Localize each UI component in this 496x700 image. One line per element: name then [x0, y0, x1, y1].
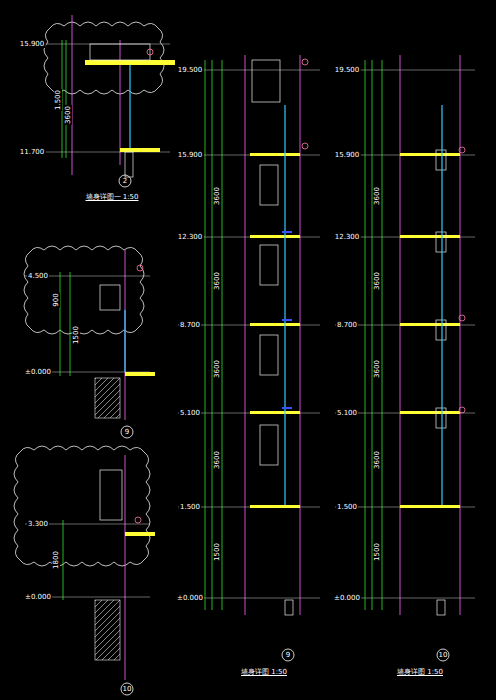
- callout-number: 10: [122, 685, 133, 693]
- callout-number: 10: [438, 651, 449, 659]
- dimension-text: 1500: [373, 542, 381, 562]
- elevation-mark: ±0.000: [24, 368, 52, 376]
- dimension-text: 3600: [373, 271, 381, 291]
- dimension-text: 3600: [373, 359, 381, 379]
- dimension-text: 1800: [52, 550, 60, 570]
- callout-number: 2: [122, 177, 128, 185]
- elevation-mark: ±0.000: [24, 593, 52, 601]
- elevation-mark: 1.500: [179, 503, 201, 511]
- elevation-mark: 1.500: [336, 503, 358, 511]
- elevation-mark: 12.300: [177, 233, 204, 241]
- drawing-caption: 墙身详图一 1:50: [85, 193, 140, 201]
- elevation-mark: ±0.000: [176, 594, 204, 602]
- dimension-text: 1500: [213, 542, 221, 562]
- dimension-text: 900: [52, 292, 60, 307]
- dimension-text: 3600: [64, 105, 72, 125]
- callout-number: 9: [285, 651, 291, 659]
- dimension-text: 3600: [373, 450, 381, 470]
- elevation-mark: 8.700: [179, 321, 201, 329]
- elevation-mark: 5.100: [336, 409, 358, 417]
- elevation-mark: 12.300: [334, 233, 361, 241]
- elevation-mark: 11.700: [19, 148, 46, 156]
- elevation-mark: 5.100: [179, 409, 201, 417]
- dimension-text: 1500: [72, 325, 80, 345]
- elevation-mark: 15.900: [334, 151, 361, 159]
- elevation-mark: 15.900: [19, 40, 46, 48]
- drawing-caption: 墙身详图 1:50: [396, 668, 444, 676]
- dimension-text: 1.500: [54, 89, 62, 111]
- drawing-caption: 墙身详图 1:50: [240, 668, 288, 676]
- elevation-mark: 19.500: [177, 66, 204, 74]
- dimension-text: 3600: [213, 450, 221, 470]
- callout-number: 9: [124, 428, 130, 436]
- elevation-mark: 3.300: [27, 520, 49, 528]
- dimension-text: 3600: [213, 271, 221, 291]
- elevation-mark: 19.500: [334, 66, 361, 74]
- elevation-mark: 8.700: [336, 321, 358, 329]
- elevation-mark: ±0.000: [333, 594, 361, 602]
- dimension-text: 3600: [373, 186, 381, 206]
- elevation-mark: 15.900: [177, 151, 204, 159]
- dimension-text: 3600: [213, 186, 221, 206]
- dimension-text: 3600: [213, 359, 221, 379]
- elevation-mark: 4.500: [27, 272, 49, 280]
